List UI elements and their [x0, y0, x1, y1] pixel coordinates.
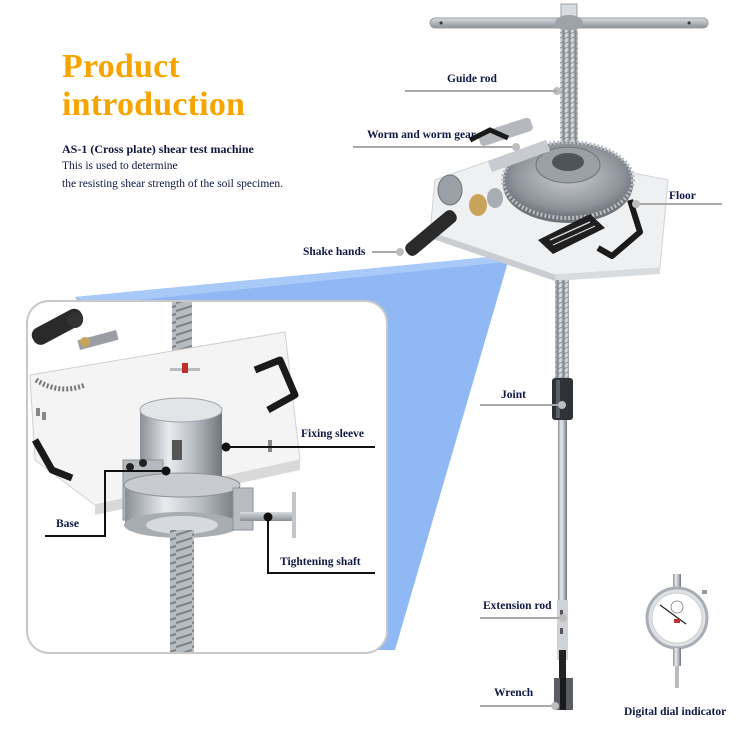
label-extension-rod: Extension rod: [483, 600, 552, 612]
product-name: AS-1 (Cross plate) shear test machine: [62, 142, 254, 156]
title-line-2: introduction: [62, 86, 246, 123]
label-base: Base: [56, 518, 79, 530]
dial-indicator-illustration: [645, 574, 709, 688]
callout-lines: [353, 90, 722, 710]
label-tightening-shaft: Tightening shaft: [280, 556, 361, 568]
inset-callout-lines: [45, 442, 375, 574]
label-fixing-sleeve: Fixing sleeve: [301, 428, 364, 440]
label-shake-hands: Shake hands: [303, 246, 366, 258]
main-machine: [405, 3, 709, 710]
page-title: Product introduction: [62, 48, 245, 124]
title-line-1: Product: [62, 48, 180, 85]
label-guide-rod: Guide rod: [447, 73, 497, 85]
label-dial-indicator: Digital dial indicator: [624, 706, 727, 718]
description-line-2: the resisting shear strength of the soil…: [62, 178, 284, 190]
label-wrench: Wrench: [494, 687, 534, 699]
label-joint: Joint: [501, 389, 526, 401]
label-floor: Floor: [669, 190, 696, 202]
description-line-1: This is used to determine: [62, 160, 178, 172]
label-worm-gear: Worm and worm gear: [367, 129, 476, 141]
